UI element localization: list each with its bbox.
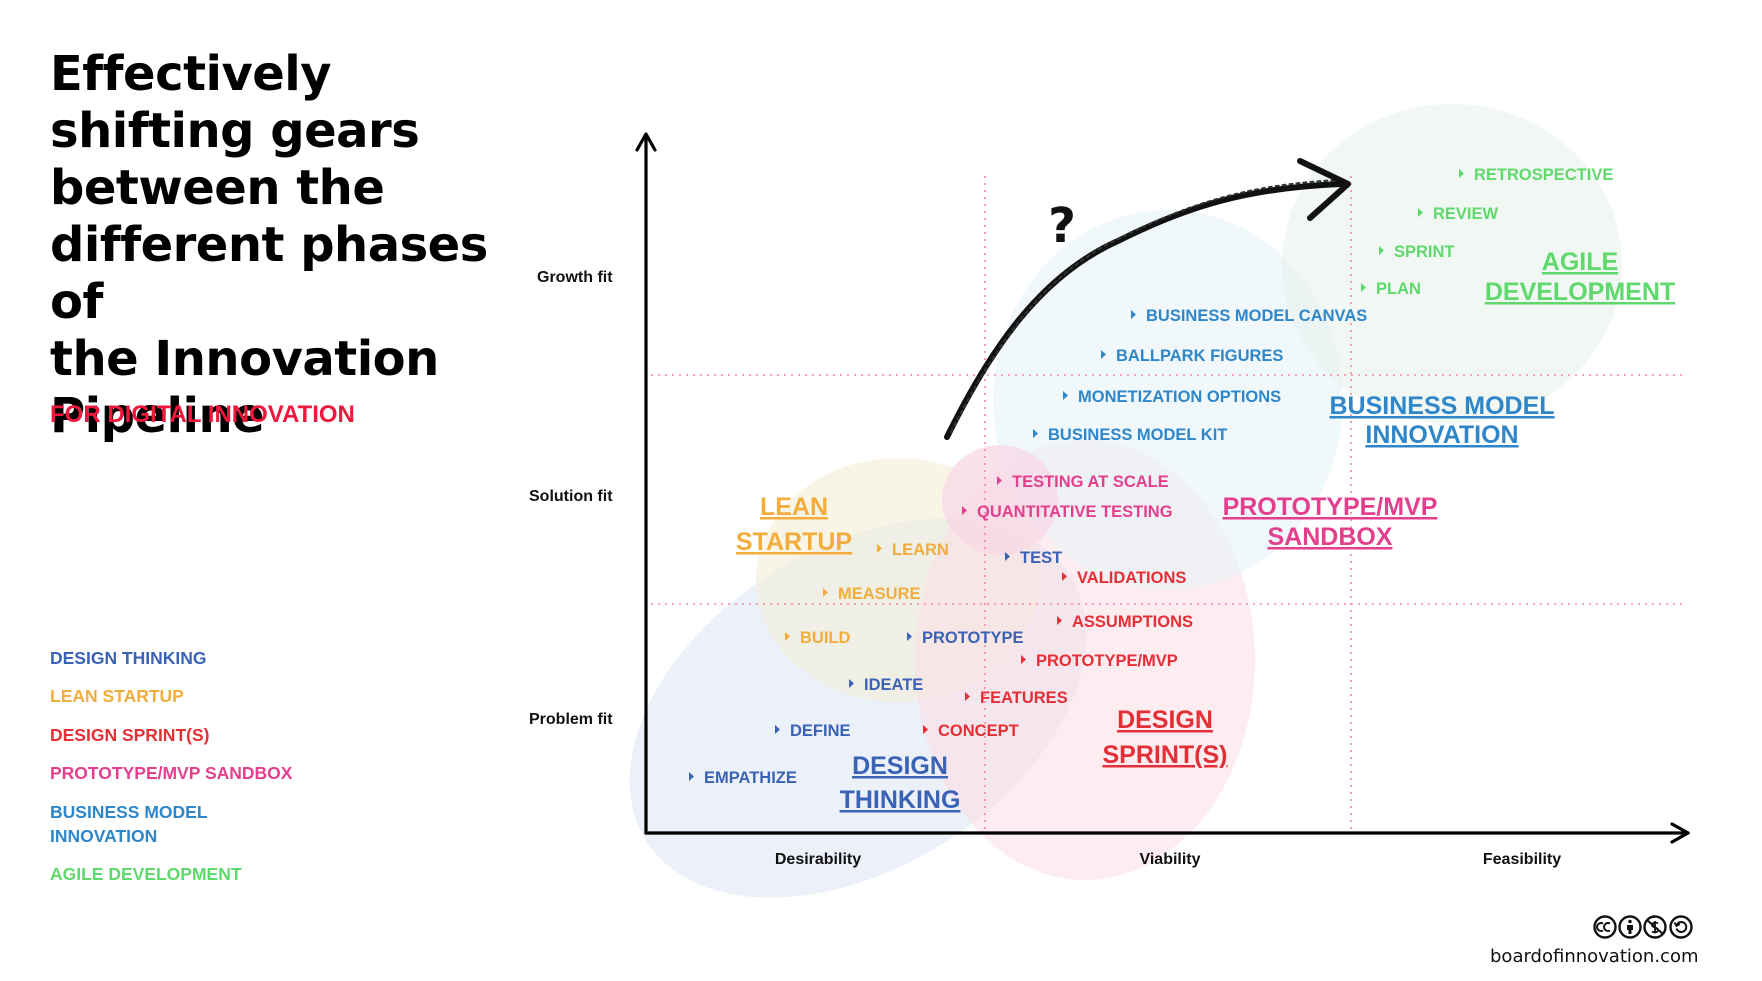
item-bullet-icon <box>785 632 790 641</box>
item-bullet-icon <box>1379 246 1384 255</box>
phase-region-prototype-mvp <box>942 445 1058 555</box>
x-label-viability: Viability <box>1139 851 1200 868</box>
y-axis-arrowhead <box>635 132 657 152</box>
legend-item-design-thinking: DESIGN THINKING <box>50 646 207 670</box>
item-bullet-icon <box>1361 283 1366 292</box>
phase-item-testing-at-scale: TESTING AT SCALE <box>1012 473 1169 491</box>
phase-item-measure: MEASURE <box>838 585 921 603</box>
transition-arrowhead <box>1297 158 1351 221</box>
transition-arrow-shaft <box>944 181 1343 440</box>
item-bullet-icon <box>775 725 780 734</box>
by-icon <box>1618 915 1642 939</box>
phase-item-retrospective: RETROSPECTIVE <box>1474 166 1613 184</box>
item-bullet-icon <box>849 679 854 688</box>
item-bullet-icon <box>1418 208 1423 217</box>
item-bullet-icon <box>1063 391 1068 400</box>
legend-label: PROTOTYPE/MVP SANDBOX <box>50 763 293 783</box>
phase-item-quantitative-testing: QUANTITATIVE TESTING <box>977 503 1173 521</box>
item-bullet-icon <box>965 692 970 701</box>
phase-item-prototype: PROTOTYPE <box>922 629 1023 647</box>
x-label-feasibility: Feasibility <box>1483 851 1561 868</box>
item-bullet-icon <box>1005 552 1010 561</box>
legend-label: DESIGN SPRINT(S) <box>50 725 210 745</box>
item-bullet-icon <box>1057 616 1062 625</box>
sa-icon <box>1669 915 1693 939</box>
cc-icon <box>1593 915 1617 939</box>
phase-item-plan: PLAN <box>1376 280 1421 298</box>
legend-item-agile: AGILE DEVELOPMENT <box>50 862 242 886</box>
x-axis-arrowhead <box>1670 822 1690 844</box>
legend-label: AGILE DEVELOPMENT <box>50 864 242 884</box>
license-icons <box>1593 915 1693 939</box>
phase-item-test: TEST <box>1020 549 1062 567</box>
phase-item-features: FEATURES <box>980 689 1068 707</box>
phase-item-learn: LEARN <box>892 541 949 559</box>
phase-item-sprint: SPRINT <box>1394 243 1455 261</box>
item-bullet-icon <box>907 632 912 641</box>
phase-item-ideate: IDEATE <box>864 676 923 694</box>
item-bullet-icon <box>823 588 828 597</box>
legend-item-prototype-mvp: PROTOTYPE/MVP SANDBOX <box>50 761 292 785</box>
x-label-desirability: Desirability <box>775 851 861 868</box>
phase-item-build: BUILD <box>800 629 850 647</box>
item-bullet-icon <box>1021 655 1026 664</box>
item-bullet-icon <box>689 772 694 781</box>
phase-item-monetization-options: MONETIZATION OPTIONS <box>1078 388 1281 406</box>
phase-item-review: REVIEW <box>1433 205 1499 223</box>
item-bullet-icon <box>997 476 1002 485</box>
phase-item-business-model-canvas: BUSINESS MODEL CANVAS <box>1146 307 1367 325</box>
item-bullet-icon <box>1062 572 1067 581</box>
y-label-solution-fit: Solution fit <box>529 488 613 505</box>
nc-icon <box>1643 915 1667 939</box>
phase-item-assumptions: ASSUMPTIONS <box>1072 613 1193 631</box>
legend-label: BUSINESS MODEL INNOVATION <box>50 802 208 846</box>
phase-item-business-model-kit: BUSINESS MODEL KIT <box>1048 426 1227 444</box>
x-axis-labels: Desirability Viability Feasibility <box>775 851 1561 868</box>
legend-label: DESIGN THINKING <box>50 648 207 668</box>
item-bullet-icon <box>1131 310 1136 319</box>
phase-items: EMPATHIZE DEFINE IDEATE PROTOTYPE TEST BUILD M… <box>689 166 1613 787</box>
legend-item-design-sprints: DESIGN SPRINT(S) <box>50 723 209 747</box>
item-bullet-icon <box>1459 169 1464 178</box>
legend-item-business-model: BUSINESS MODEL INNOVATION <box>50 800 208 848</box>
phase-item-prototype-mvp: PROTOTYPE/MVP <box>1036 652 1178 670</box>
item-bullet-icon <box>877 544 882 553</box>
y-label-growth-fit: Growth fit <box>537 269 613 286</box>
axes <box>635 132 1690 844</box>
item-bullet-icon <box>962 506 967 515</box>
phase-item-validations: VALIDATIONS <box>1077 569 1186 587</box>
item-bullet-icon <box>1033 429 1038 438</box>
y-label-problem-fit: Problem fit <box>529 711 613 728</box>
phase-item-ballpark-figures: BALLPARK FIGURES <box>1116 347 1283 365</box>
transition-arrow <box>944 158 1351 440</box>
item-bullet-icon <box>923 725 928 734</box>
page-subtitle: FOR DIGITAL INNOVATION <box>50 401 355 428</box>
phase-region-agile <box>1282 104 1622 424</box>
phase-item-define: DEFINE <box>790 722 851 740</box>
question-mark: ? <box>1048 198 1076 254</box>
y-axis-labels: Problem fit Solution fit Growth fit <box>529 269 613 728</box>
phase-regions <box>629 104 1622 898</box>
legend-item-lean-startup: LEAN STARTUP <box>50 684 184 708</box>
phase-region-business-model <box>993 210 1343 590</box>
legend-label: LEAN STARTUP <box>50 686 184 706</box>
credit-link[interactable]: boardofinnovation.com <box>1490 946 1699 967</box>
transition-arrow-shaft-texture <box>950 179 1341 433</box>
item-bullet-icon <box>1101 350 1106 359</box>
phase-item-empathize: EMPATHIZE <box>704 769 797 787</box>
phase-item-concept: CONCEPT <box>938 722 1019 740</box>
